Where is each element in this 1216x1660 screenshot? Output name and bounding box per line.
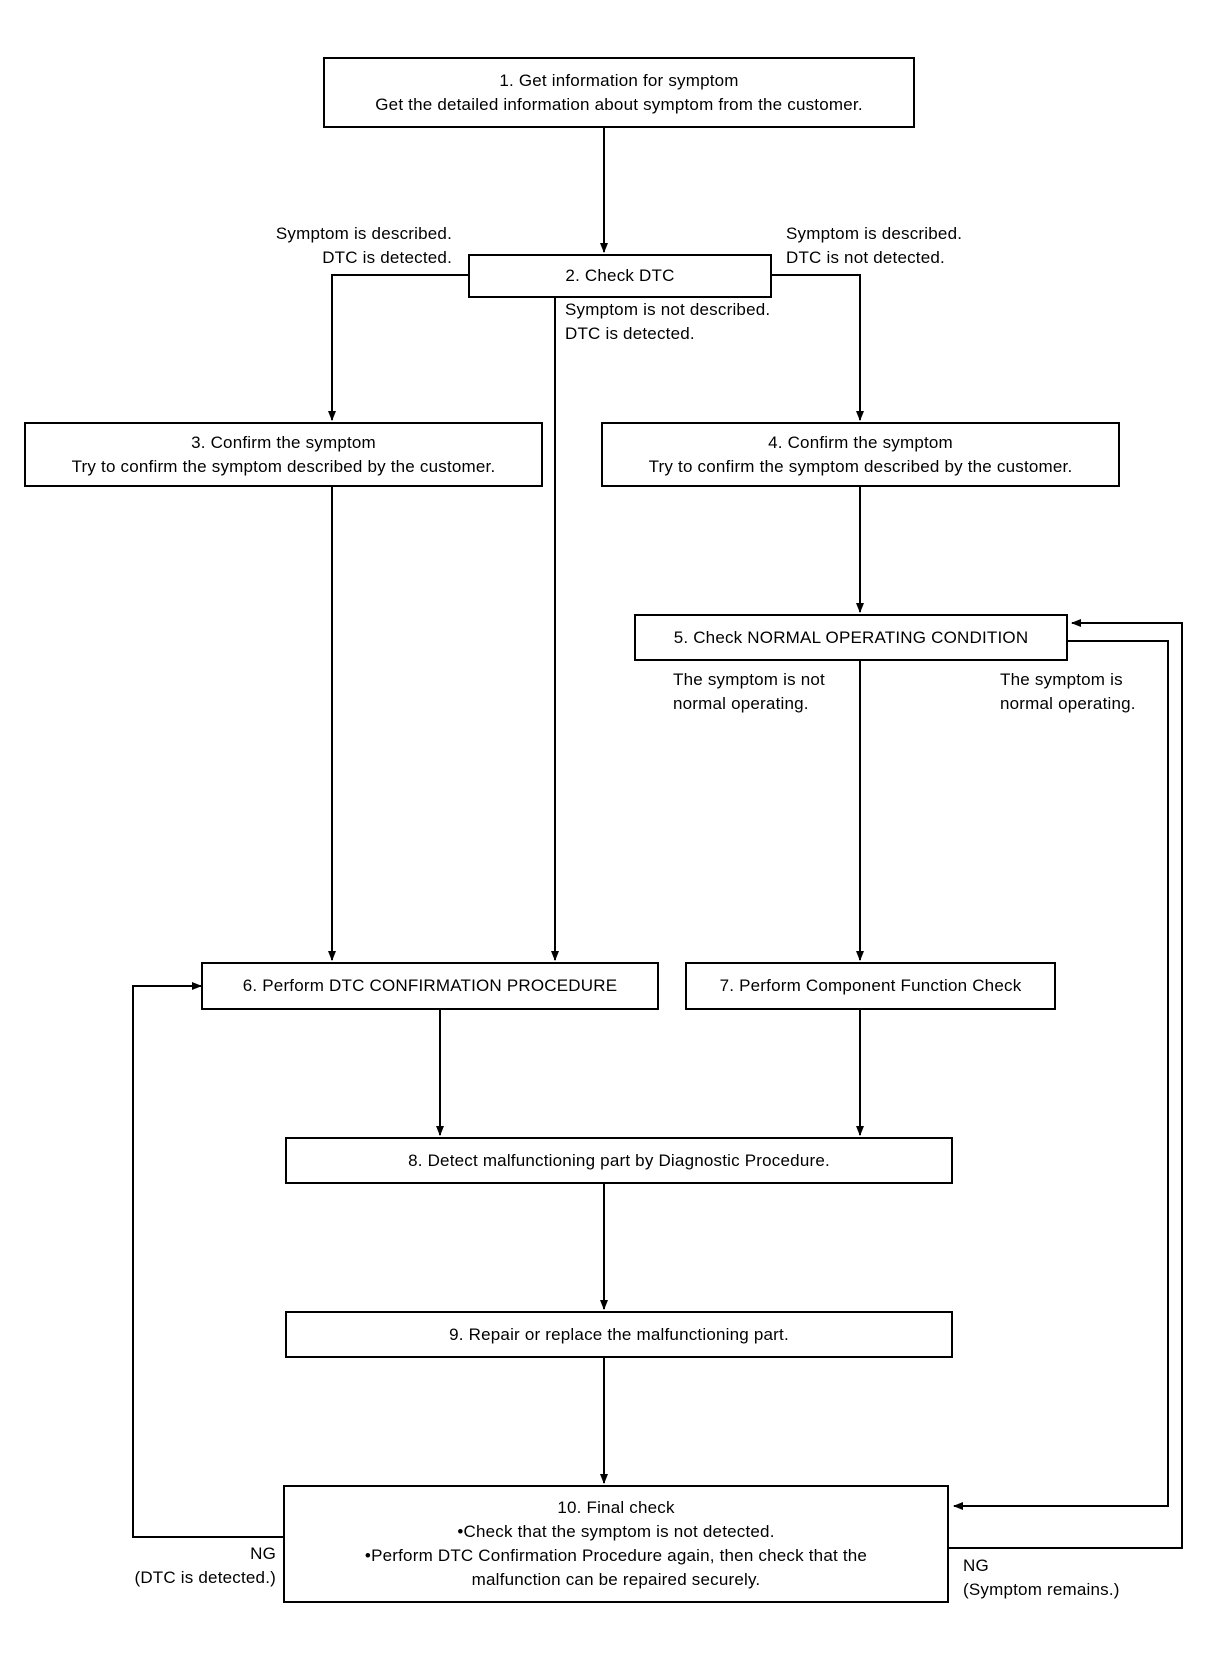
step-6-box: 6. Perform DTC CONFIRMATION PROCEDURE <box>201 962 659 1010</box>
step-3-desc: Try to confirm the symptom described by … <box>71 456 496 476</box>
step-10-bullet-3: malfunction can be repaired securely. <box>471 1570 761 1589</box>
branch-label-2-right: Symptom is described. DTC is not detecte… <box>786 224 963 267</box>
branch-label-5-left: The symptom is not normal operating. <box>673 670 825 713</box>
step-8-title: 8. Detect malfunctioning part by Diagnos… <box>408 1150 830 1170</box>
branch-label-10-left: NG (DTC is detected.) <box>134 1544 276 1587</box>
step-6-title: 6. Perform DTC CONFIRMATION PROCEDURE <box>242 976 618 995</box>
step-10-box: 10. Final check •Check that the symptom … <box>283 1485 949 1603</box>
branch-label-2-mid: Symptom is not described. DTC is detecte… <box>565 300 771 343</box>
branch-label-2-left: Symptom is described. DTC is detected. <box>275 224 452 267</box>
step-5-title: 5. Check NORMAL OPERATING CONDITION <box>673 627 1029 647</box>
branch-label-5-right: The symptom is normal operating. <box>1000 670 1136 713</box>
step-9-box: 9. Repair or replace the malfunctioning … <box>285 1311 953 1358</box>
step-10-title: 10. Final check <box>557 1498 675 1517</box>
step-4-box: 4. Confirm the symptom Try to confirm th… <box>601 422 1120 487</box>
branch-label-10-right: NG (Symptom remains.) <box>963 1556 1120 1599</box>
step-2-box: 2. Check DTC <box>468 254 772 298</box>
arrow-5-to-10 <box>953 640 1169 1510</box>
step-3-box: 3. Confirm the symptom Try to confirm th… <box>24 422 543 487</box>
step-4-title: 4. Confirm the symptom <box>768 432 953 452</box>
step-3-title: 3. Confirm the symptom <box>191 432 376 452</box>
arrow-2-to-3 <box>328 274 468 421</box>
step-1-desc: Get the detailed information about sympt… <box>375 94 863 114</box>
step-10-bullet-2: •Perform DTC Confirmation Procedure agai… <box>364 1546 868 1565</box>
step-1-title: 1. Get information for symptom <box>499 70 739 90</box>
step-7-box: 7. Perform Component Function Check <box>685 962 1056 1010</box>
arrow-10-to-6 <box>132 982 283 1538</box>
step-10-bullet-1: •Check that the symptom is not detected. <box>457 1522 775 1541</box>
step-5-box: 5. Check NORMAL OPERATING CONDITION <box>634 614 1068 661</box>
step-8-box: 8. Detect malfunctioning part by Diagnos… <box>285 1137 953 1184</box>
step-9-title: 9. Repair or replace the malfunctioning … <box>449 1324 789 1344</box>
step-7-title: 7. Perform Component Function Check <box>719 976 1022 995</box>
step-1-box: 1. Get information for symptom Get the d… <box>323 57 915 128</box>
step-4-desc: Try to confirm the symptom described by … <box>648 456 1073 476</box>
arrow-2-to-4 <box>772 274 864 421</box>
step-2-title: 2. Check DTC <box>565 266 675 285</box>
arrow-10-to-5 <box>949 619 1183 1549</box>
